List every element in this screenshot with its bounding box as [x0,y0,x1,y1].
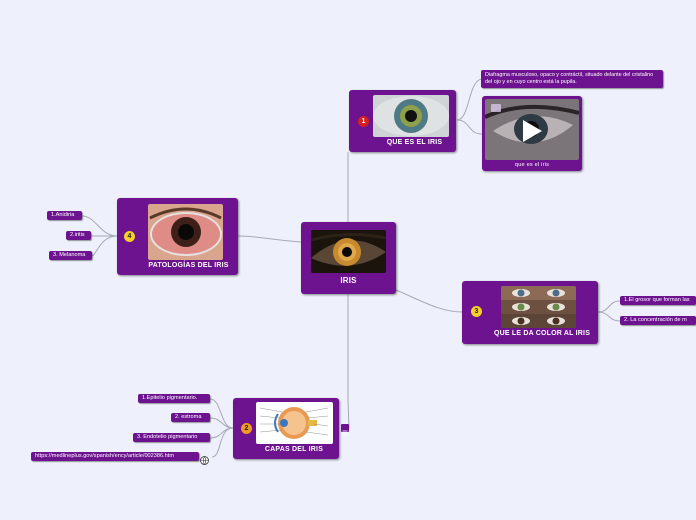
capas-link-item[interactable]: https://medlineplus.gov/spanish/ency/art… [31,452,199,461]
note-icon[interactable] [341,424,349,436]
link-color-2 [597,311,621,322]
link-queesel-desc [456,78,483,121]
topic-que-es-title: QUE ES EL IRIS [386,139,443,146]
blue-iris-image [373,95,449,137]
video-caption: que es el iris [514,162,550,168]
capas-item-1[interactable]: 1.Epitelio pigmentario. [138,394,210,403]
link-capas-3 [209,427,234,439]
eye-anatomy-image [256,402,333,444]
patologia-item-2[interactable]: 2.iritis [66,231,91,240]
link-capas-1 [209,398,234,429]
priority-badge-3: 3 [471,306,482,317]
link-capas-4 [211,427,234,458]
topic-color[interactable]: 3 QUE LE DA COLOR AL IRIS [462,281,598,344]
capas-item-3[interactable]: 3. Endotelio pigmentario [133,433,210,442]
central-node[interactable]: IRIS [301,222,396,294]
link-central-patologias [237,235,302,243]
color-item-1[interactable]: 1.El grosor que forman las [620,296,696,305]
link-central-color [395,289,463,313]
priority-badge-1: 1 [358,116,369,127]
play-icon [523,120,542,142]
video-thumbnail[interactable] [485,99,579,160]
color-item-2[interactable]: 2. La concentración de m [620,316,696,325]
topic-patologias[interactable]: 4 PATOLOGÍAS DEL IRIS [117,198,238,275]
eyes-collage-image [501,286,576,328]
priority-badge-2: 2 [241,423,252,434]
topic-capas[interactable]: 2 CAPAS DEL IRIS [233,398,339,459]
priority-badge-4: 4 [124,231,135,242]
link-central-capas [346,294,350,429]
link-queesel-video [456,119,483,135]
link-capas-2 [209,417,234,429]
video-node[interactable]: que es el iris [482,96,582,171]
topic-que-es-el-iris[interactable]: 1 QUE ES EL IRIS [349,90,456,152]
central-title: IRIS [340,276,357,285]
central-eye-image [311,230,386,273]
link-pat-3 [91,235,118,257]
link-pat-1 [81,215,118,237]
patologia-item-3[interactable]: 3. Melanoma [49,251,92,260]
patologia-item-1[interactable]: 1.Anidiria [47,211,82,220]
link-color-1 [597,300,621,313]
que-es-description: Diafragma musculoso, opaco y contráctil,… [481,70,663,88]
topic-capas-title: CAPAS DEL IRIS [264,446,324,453]
globe-link-icon[interactable] [200,452,209,465]
topic-patologias-title: PATOLOGÍAS DEL IRIS [148,262,229,269]
capas-item-2[interactable]: 2. estroma [171,413,210,422]
topic-color-title: QUE LE DA COLOR AL IRIS [493,330,591,337]
red-eye-image [148,204,223,260]
